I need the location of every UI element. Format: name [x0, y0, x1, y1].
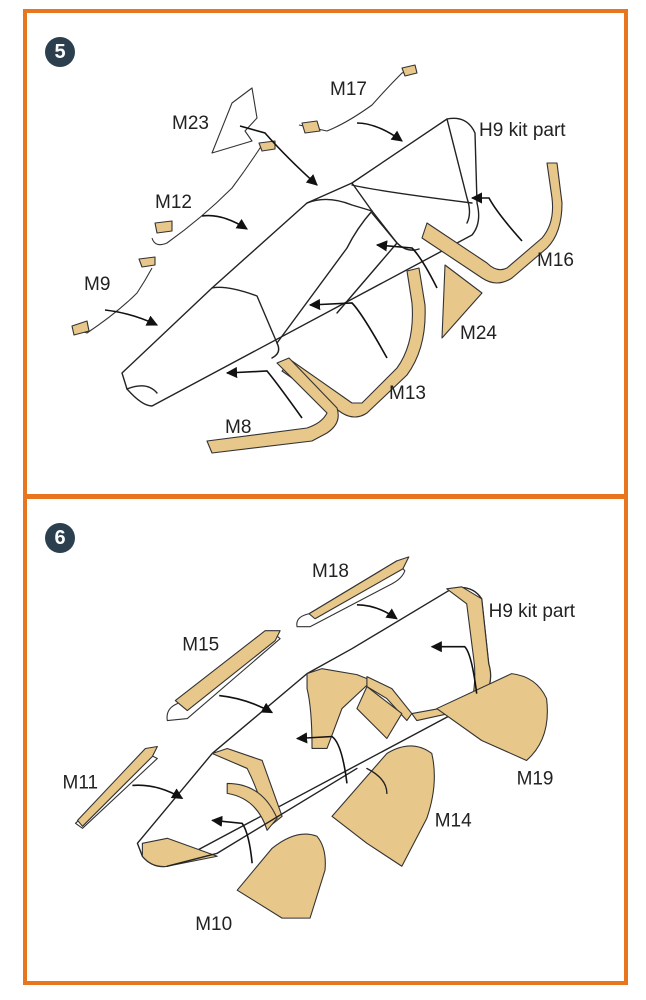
mask-m18: [296, 556, 410, 628]
mask-m13: [281, 267, 426, 418]
step-6-diagram: M18 H9 kit part M15 M11 M19 M14 M10: [63, 556, 576, 935]
step-6-arrows: [132, 603, 478, 864]
mask-m11: [74, 745, 158, 829]
label-m15: M15: [182, 635, 219, 656]
step-5-arrows: [104, 122, 523, 419]
label-m18: M18: [312, 561, 349, 582]
mask-m16: [421, 162, 563, 284]
mask-m10: [236, 833, 326, 919]
label-m8: M8: [225, 417, 251, 438]
label-m14: M14: [435, 810, 472, 831]
mask-m24: [441, 264, 483, 339]
step-number-badge: 5: [45, 37, 75, 67]
frame-part-m23: [211, 87, 258, 154]
label-m12: M12: [155, 192, 192, 213]
label-m10: M10: [195, 914, 232, 935]
label-m17: M17: [330, 79, 367, 100]
label-m13: M13: [389, 383, 426, 404]
label-m23: M23: [172, 113, 209, 134]
mask-m8: [206, 357, 339, 454]
step-number-badge: 6: [45, 523, 75, 553]
canopy-h9-kit-part: [121, 117, 480, 407]
label-h9-kit-part: H9 kit part: [479, 120, 566, 141]
label-m11: M11: [63, 772, 98, 793]
step-6-panel: 6: [23, 495, 628, 985]
mask-m19: [436, 673, 548, 762]
label-m9: M9: [84, 274, 110, 295]
label-m16: M16: [537, 250, 574, 271]
frame-part-m9: [71, 256, 156, 336]
label-m24: M24: [460, 323, 497, 344]
canopy-h9-kit-part: [136, 586, 492, 868]
step-5-panel: 5: [23, 9, 628, 498]
label-m19: M19: [517, 768, 554, 789]
frame-part-m12: [151, 140, 276, 246]
label-h9-kit-part: H9 kit part: [489, 601, 576, 622]
mask-m14: [331, 745, 435, 867]
frame-part-m17: [298, 64, 418, 134]
mask-m15: [166, 630, 281, 722]
step-5-diagram: M17 M23 H9 kit part M12 M16 M9 M24 M13 M…: [71, 64, 574, 454]
